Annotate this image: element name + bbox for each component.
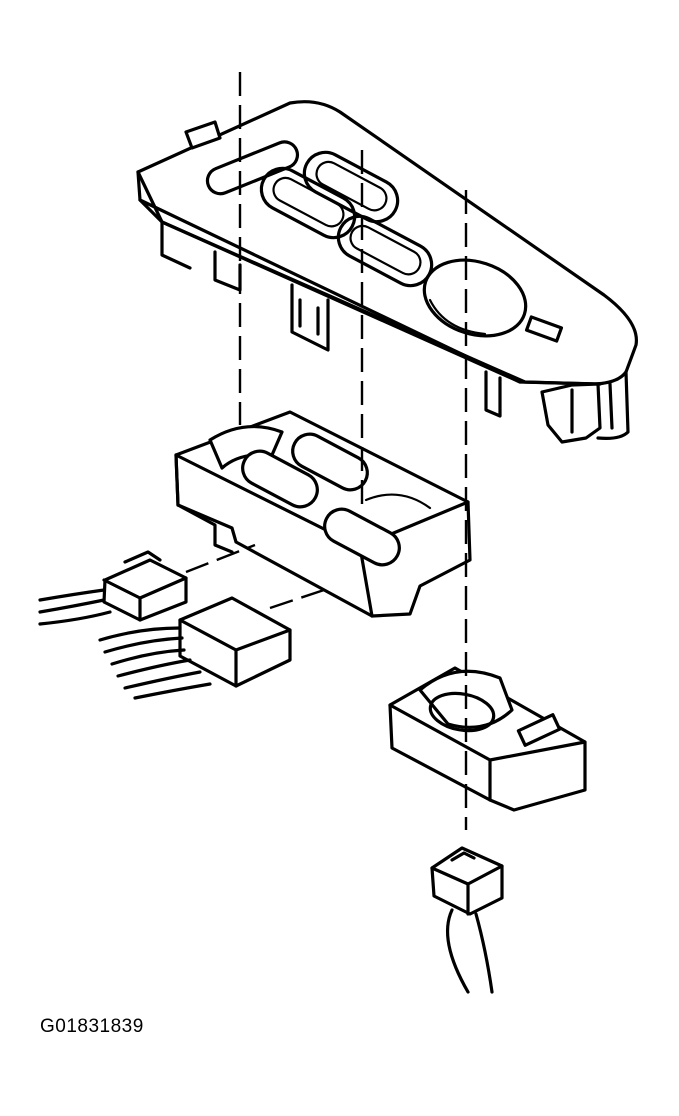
window-switch-block [174, 410, 472, 618]
connector-large [178, 596, 292, 688]
window-switch-rocker-3 [291, 432, 369, 492]
window-switch-rocker-2 [241, 449, 319, 509]
window-switch-rocker-4 [323, 507, 401, 567]
wiring-harness-connectors [38, 550, 292, 700]
window-switch-rocker-1 [208, 425, 284, 470]
door-lock-switch [388, 666, 587, 812]
alignment-lines [185, 72, 468, 830]
switch-slot-1 [205, 140, 300, 196]
connector-small [102, 558, 188, 622]
lock-switch-connector [430, 846, 504, 994]
figure-id-label: G01831839 [40, 1016, 144, 1037]
lock-switch-tab [516, 713, 562, 747]
lock-button-opening [422, 258, 528, 338]
bezel-small-slot [524, 315, 564, 343]
switch-bezel-housing [136, 100, 638, 444]
